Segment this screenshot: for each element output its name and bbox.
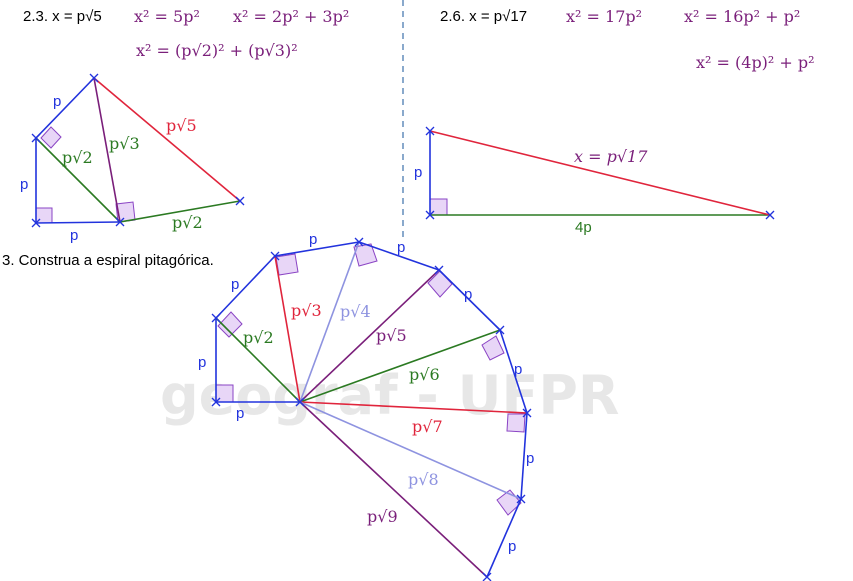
right-angle-marker <box>40 126 62 149</box>
spiral-radius-root4 <box>299 241 360 403</box>
segment-p-bottom <box>35 221 121 224</box>
spiral-label-root4: p√4 <box>340 302 371 321</box>
label-hypotenuse: x = p√17 <box>574 147 648 166</box>
spiral-label-p: p <box>464 286 472 303</box>
spiral-side-p <box>438 269 501 331</box>
segment-root2-diag <box>35 137 121 223</box>
spiral-radius-root6 <box>299 329 501 403</box>
vertex-mark <box>354 237 364 247</box>
spiral-panel: 3. Construa a espiral pitagórica. <box>2 231 534 581</box>
vertex-mark <box>434 265 444 275</box>
spiral-label-root6: p√6 <box>409 365 440 384</box>
segment-hypotenuse <box>429 130 771 216</box>
label-p-root2-diag: p√2 <box>62 148 93 167</box>
label-p-left: p <box>20 176 28 193</box>
right-angle-marker <box>217 311 243 338</box>
spiral-side-p <box>486 498 522 578</box>
label-leg-4p: 4p <box>575 219 592 236</box>
watermark: geograf - UFPR <box>160 364 620 427</box>
vertex-mark <box>89 73 99 83</box>
left-heading: 2.3. x = p√5 <box>23 8 102 25</box>
spiral-label-root9: p√9 <box>367 507 398 526</box>
spiral-side-p <box>274 241 360 257</box>
left-eq-3: x² = (p√2)² + (p√3)² <box>136 41 298 60</box>
spiral-label-p: p <box>526 450 534 467</box>
vertex-mark <box>425 210 435 220</box>
vertex-mark <box>522 408 532 418</box>
segment-root3-diag <box>93 77 121 223</box>
right-angle-marker <box>427 270 453 298</box>
spiral-radius-root8 <box>299 401 522 500</box>
vertex-mark <box>482 572 492 581</box>
right-panel: 2.6. x = p√17 x² = 17p² x² = 16p² + p² x… <box>414 7 815 236</box>
vertex-mark <box>516 494 526 504</box>
spiral-side-p <box>358 241 440 271</box>
spiral-label-root5: p√5 <box>376 326 407 345</box>
spiral-radius-root3 <box>274 255 301 403</box>
vertex-mark <box>31 218 41 228</box>
right-eq-3: x² = (4p)² + p² <box>696 53 815 72</box>
spiral-radius-root9 <box>299 401 488 578</box>
vertex-mark <box>211 397 221 407</box>
left-eq-2: x² = 2p² + 3p² <box>233 7 349 26</box>
vertex-mark <box>495 325 505 335</box>
segment-p-top <box>35 77 95 139</box>
right-angle-marker <box>481 335 505 361</box>
spiral-label-root7: p√7 <box>412 417 443 436</box>
vertex-mark <box>115 217 125 227</box>
segment-root5 <box>93 77 241 202</box>
label-p-root2-base: p√2 <box>172 213 203 232</box>
left-eq-1: x² = 5p² <box>134 7 200 26</box>
vertex-mark <box>765 210 775 220</box>
right-heading: 2.6. x = p√17 <box>440 8 527 25</box>
segment-root2-base <box>119 200 241 223</box>
spiral-label-p: p <box>198 354 206 371</box>
vertex-mark <box>425 126 435 136</box>
label-p-root3-diag: p√3 <box>109 134 140 153</box>
spiral-side-p <box>520 412 528 500</box>
spiral-radius-root7 <box>299 401 528 414</box>
spiral-radius-root2 <box>215 317 301 403</box>
spiral-label-root8: p√8 <box>408 470 439 489</box>
vertex-mark <box>270 251 280 261</box>
vertex-mark <box>295 397 305 407</box>
vertex-mark <box>31 133 41 143</box>
spiral-label-root2: p√2 <box>243 328 274 347</box>
spiral-side-p <box>215 255 276 319</box>
spiral-label-p: p <box>236 405 244 422</box>
right-angle-marker <box>275 253 299 276</box>
spiral-label-root3: p√3 <box>291 301 322 320</box>
spiral-label-p: p <box>508 538 516 555</box>
label-p-bottom: p <box>70 227 78 244</box>
label-p-top: p <box>53 93 61 110</box>
vertex-mark <box>211 313 221 323</box>
right-angle-marker <box>506 413 526 433</box>
spiral-label-p: p <box>397 239 405 256</box>
right-eq-2: x² = 16p² + p² <box>684 7 800 26</box>
label-p-root5: p√5 <box>166 116 197 135</box>
spiral-label-p: p <box>231 276 239 293</box>
label-leg-p: p <box>414 164 422 181</box>
spiral-label-p: p <box>514 361 522 378</box>
spiral-side-p <box>499 329 528 414</box>
spiral-heading: 3. Construa a espiral pitagórica. <box>2 252 214 269</box>
vertex-mark <box>235 196 245 206</box>
left-panel: 2.3. x = p√5 x² = 5p² x² = 2p² + 3p² x² … <box>20 7 349 244</box>
spiral-label-p: p <box>309 231 317 248</box>
spiral-radius-root5 <box>299 269 440 403</box>
right-eq-1: x² = 17p² <box>566 7 642 26</box>
